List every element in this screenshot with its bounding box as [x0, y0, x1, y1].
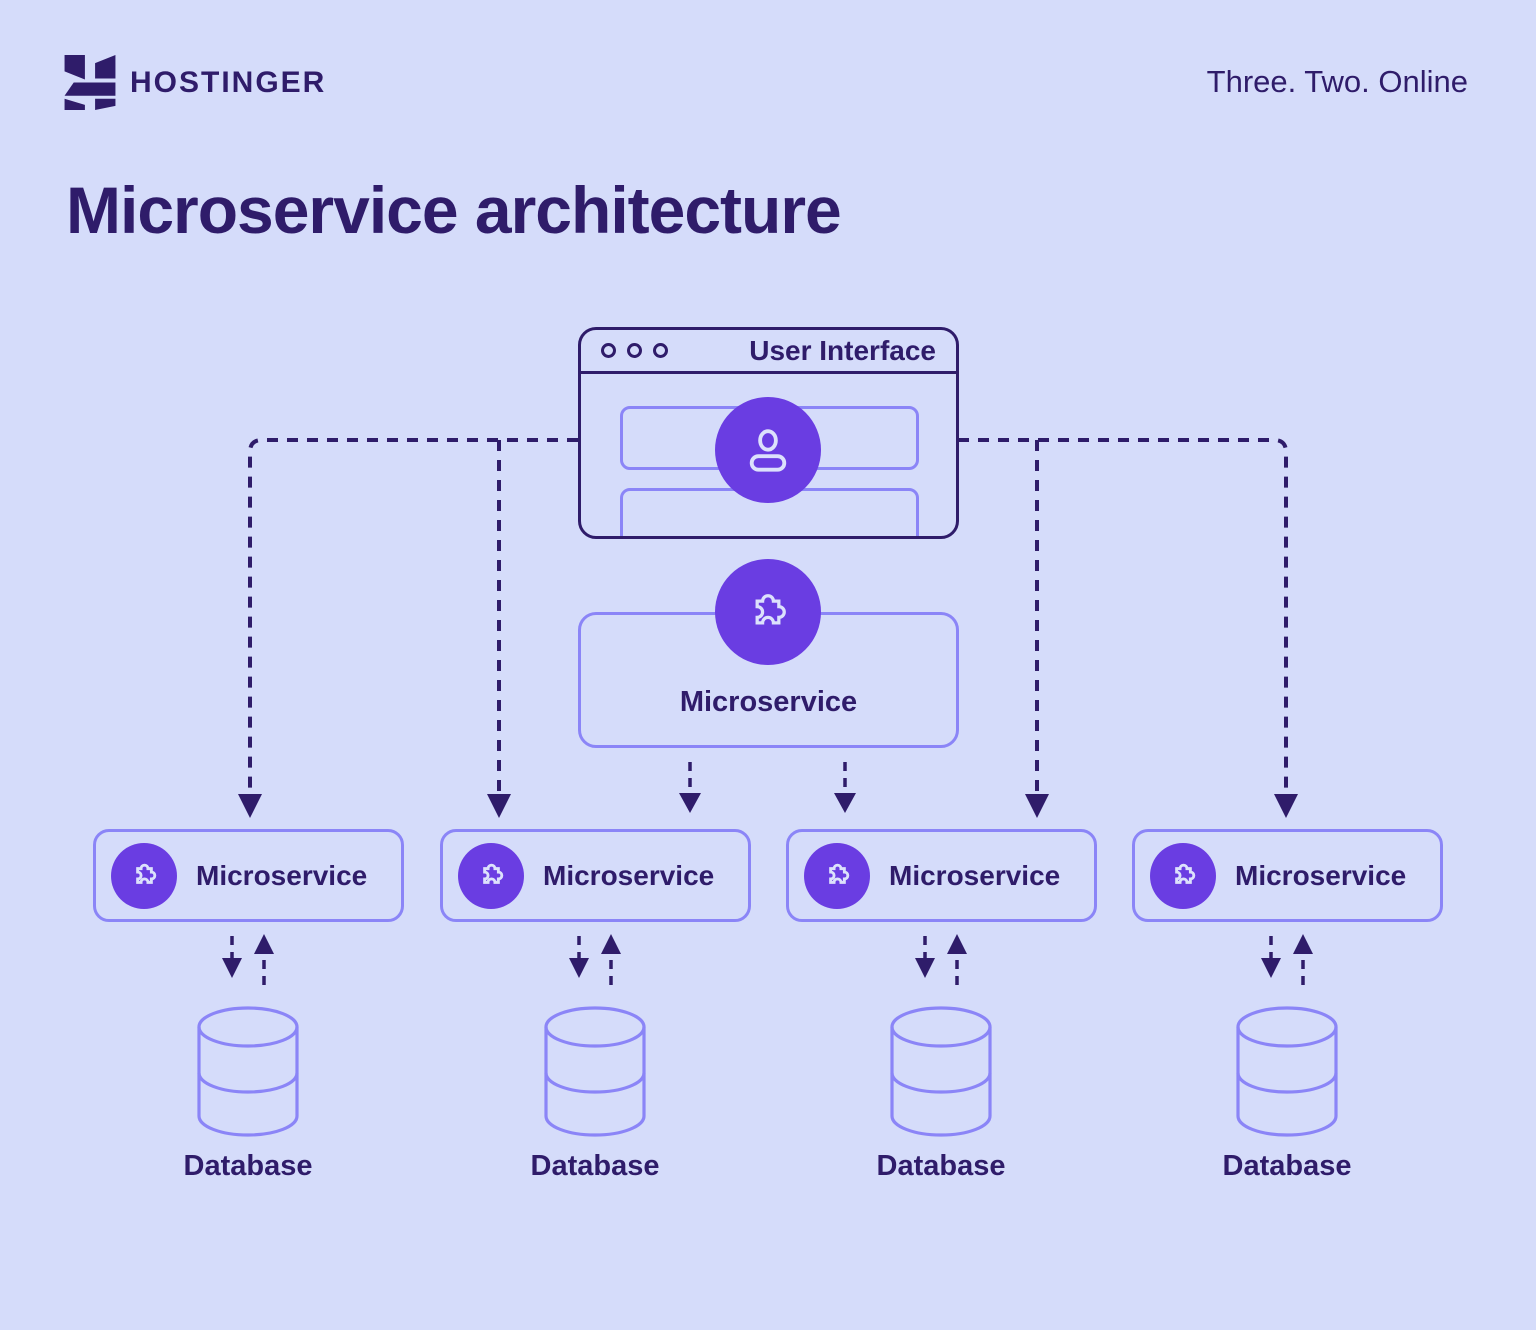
database-label: Database [876, 1150, 1006, 1182]
arrowhead-icon [254, 934, 274, 954]
service-badge [804, 842, 870, 909]
window-title: User Interface [749, 334, 936, 366]
hostinger-logo-icon [64, 55, 116, 110]
database-label: Database [530, 1150, 660, 1182]
service-badge [458, 842, 524, 909]
window-dot-icon [653, 343, 668, 358]
gateway-service-badge [715, 559, 821, 665]
service-badge [111, 842, 177, 909]
database-cylinder-icon [197, 1006, 299, 1137]
arrowhead-icon [1025, 794, 1049, 818]
arrowhead-icon [1293, 934, 1313, 954]
user-icon [749, 429, 787, 472]
service-label: Microservice [889, 859, 1061, 891]
connector-ui-to-service-1 [248, 438, 578, 796]
service-box: Microservice [440, 829, 751, 922]
arrowhead-icon [601, 934, 621, 954]
puzzle-icon [1174, 863, 1195, 884]
window-dot-icon [627, 343, 642, 358]
puzzle-icon [828, 863, 849, 884]
arrowhead-icon [487, 794, 511, 818]
database-cylinder-icon [1236, 1006, 1338, 1137]
page-title: Microservice architecture [66, 173, 842, 247]
database-label: Database [183, 1150, 313, 1182]
connector-ui-to-service-4 [958, 438, 1288, 796]
brand-name: HOSTINGER [130, 66, 327, 99]
puzzle-icon [482, 863, 503, 884]
database-label: Database [1222, 1150, 1352, 1182]
service-label: Microservice [543, 859, 715, 891]
arrowhead-icon [1261, 958, 1281, 978]
user-avatar-badge [715, 397, 821, 503]
arrowhead-icon [947, 934, 967, 954]
arrowhead-icon [834, 793, 856, 813]
service-box: Microservice [786, 829, 1097, 922]
arrowhead-icon [1274, 794, 1298, 818]
arrowhead-icon [915, 958, 935, 978]
puzzle-icon [135, 863, 156, 884]
database-cylinder-icon [890, 1006, 992, 1137]
arrowhead-icon [569, 958, 589, 978]
service-badge [1150, 842, 1216, 909]
window-dot-icon [601, 343, 616, 358]
gateway-microservice-label: Microservice [679, 686, 858, 718]
arrowhead-icon [222, 958, 242, 978]
service-label: Microservice [1235, 859, 1407, 891]
arrowhead-icon [679, 793, 701, 813]
puzzle-icon [755, 594, 786, 625]
service-box: Microservice [1132, 829, 1443, 922]
brand-tagline: Three. Two. Online [1206, 64, 1468, 99]
service-box: Microservice [93, 829, 404, 922]
arrowhead-icon [238, 794, 262, 818]
window-title-bar: User Interface [581, 330, 956, 374]
database-cylinder-icon [544, 1006, 646, 1137]
service-label: Microservice [196, 859, 368, 891]
